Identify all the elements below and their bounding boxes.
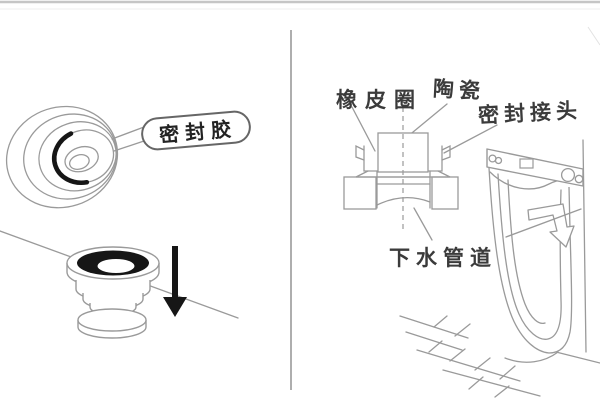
floor-tiles bbox=[399, 315, 600, 398]
urinal-drawing bbox=[486, 139, 587, 363]
label-seal-joint: 密封接头 bbox=[477, 98, 583, 128]
wax-ring-outer-roll bbox=[5, 105, 119, 209]
sealant-bead-arc bbox=[51, 131, 90, 186]
faint-corner-line bbox=[587, 26, 600, 46]
bolt-circle-left-2 bbox=[494, 156, 503, 165]
urinal-base-curve bbox=[504, 351, 559, 363]
leader-rubber-ring bbox=[351, 106, 376, 152]
top-border-lines bbox=[0, 0, 600, 46]
flow-direction-line bbox=[505, 208, 582, 238]
gasket-hole bbox=[97, 259, 135, 273]
down-arrow-icon bbox=[163, 246, 187, 317]
wax-ring-hole-inner bbox=[68, 154, 90, 170]
leader-drain-pipe bbox=[413, 207, 433, 241]
bolt-circle-right-2 bbox=[574, 174, 584, 184]
pipe-assembly-drawing bbox=[343, 98, 498, 241]
wax-ring-drawing bbox=[5, 105, 145, 209]
wax-ring-inner-roll bbox=[38, 121, 117, 192]
leader-seal-joint bbox=[443, 124, 498, 154]
channel-tab-left bbox=[355, 144, 365, 161]
bar-slot bbox=[519, 158, 534, 169]
leader-ceramic bbox=[406, 103, 448, 138]
urinal-inner-rim bbox=[497, 173, 562, 340]
channel-tab-right bbox=[441, 144, 451, 161]
nozzle-line-bottom bbox=[113, 140, 145, 152]
disc-top bbox=[77, 308, 147, 332]
joint-block-right bbox=[431, 176, 459, 210]
flange-seal-drawing bbox=[0, 230, 239, 339]
nozzle-line-top bbox=[111, 126, 145, 140]
wax-ring-hole bbox=[64, 145, 99, 173]
wax-ring-mid-roll bbox=[23, 113, 118, 200]
label-drain-pipe: 下水管道 bbox=[389, 246, 497, 270]
bolt-circle-right-1 bbox=[560, 167, 576, 183]
joint-block-left bbox=[343, 176, 377, 210]
spreader-bar bbox=[486, 148, 584, 187]
urinal-bowl-curve bbox=[507, 179, 546, 325]
label-rubber-ring: 橡皮圈 bbox=[336, 88, 423, 112]
sealant-tube-label-text: 密封胶 bbox=[158, 116, 239, 148]
pipe-mouth-curve bbox=[376, 197, 431, 206]
